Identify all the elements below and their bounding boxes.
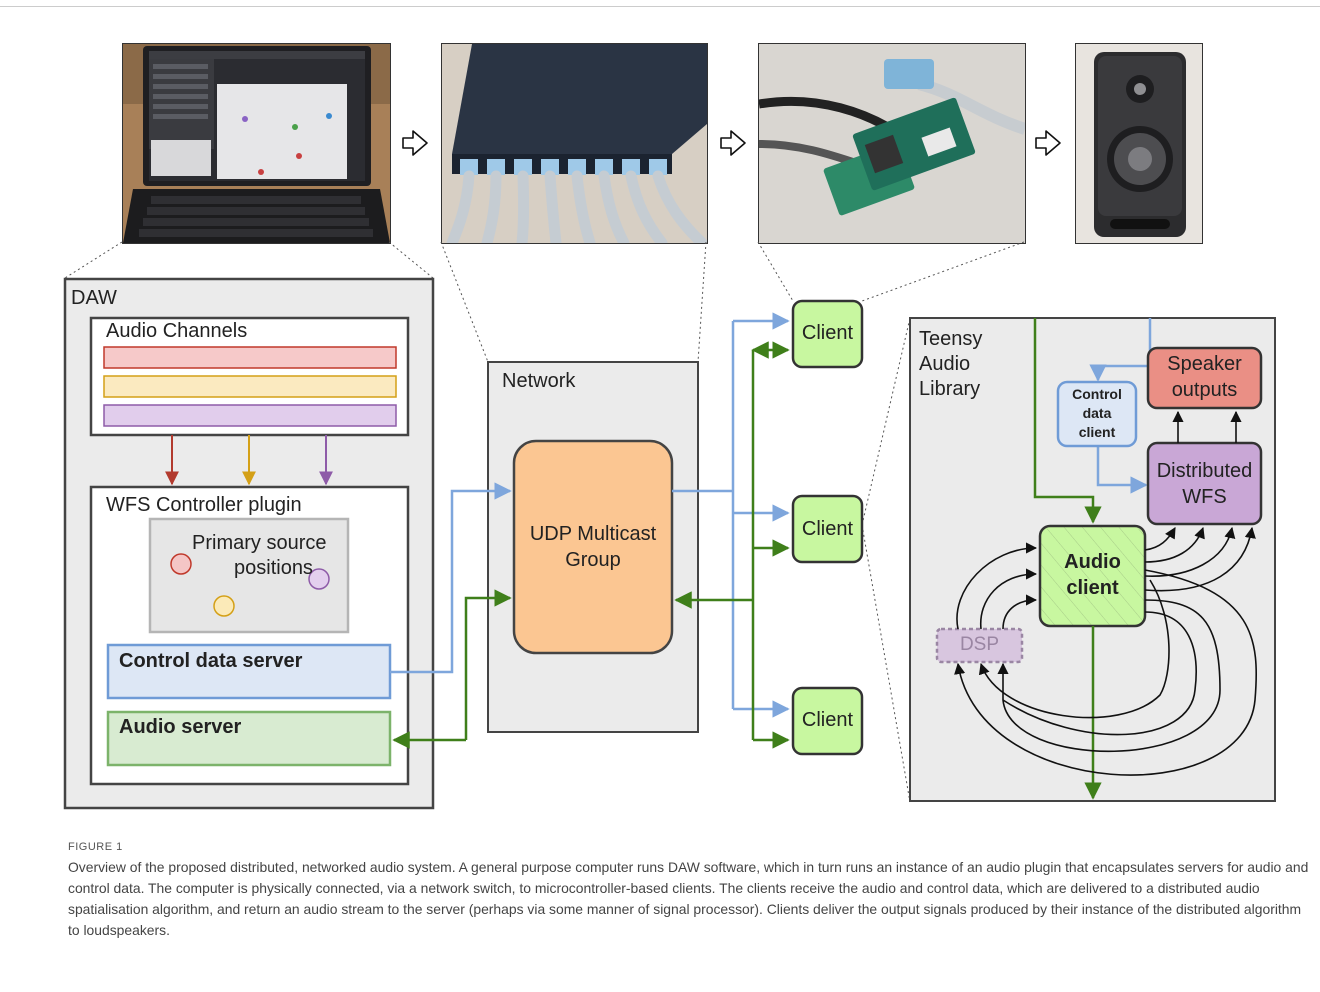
audio-client-box: [1038, 524, 1147, 628]
microcontroller-photo: [758, 43, 1026, 244]
source-dot-yellow: [213, 595, 235, 617]
client-box-2: [791, 494, 864, 564]
primary-source-label-1: Primary source: [192, 532, 327, 554]
control-server-box: [106, 643, 392, 700]
speaker-outputs-box: [1146, 346, 1263, 410]
source-dot-purple: [308, 568, 330, 590]
control-client-label-1: Control: [1072, 386, 1122, 402]
audio-client-label-1: Audio: [1064, 551, 1121, 573]
speaker-photo: [1075, 43, 1203, 244]
audio-client-loops: [954, 526, 1258, 776]
speaker-outputs-label-1: Speaker: [1167, 353, 1242, 375]
udp-label-1: UDP Multicast: [529, 523, 657, 545]
control-client-label-3: client: [1078, 424, 1116, 440]
primary-source-label-2: positions: [234, 557, 313, 579]
control-to-wfs: [1096, 447, 1148, 494]
photo-flow-arrows: [402, 130, 1061, 156]
control-flow-lines: [390, 312, 790, 718]
audio-channels-title: Audio Channels: [106, 320, 248, 342]
client-label-1: Client: [801, 322, 854, 344]
audio-channel-purple: [103, 404, 397, 427]
audio-flow-lines: [392, 341, 790, 749]
figure-caption: Overview of the proposed distributed, ne…: [68, 859, 1309, 938]
dsp-label: DSP: [959, 634, 1000, 655]
control-data-client-box: [1056, 380, 1138, 448]
daw-title: DAW: [71, 287, 117, 309]
teensy-audio-in: [1033, 318, 1102, 524]
audio-client-label-2: client: [1066, 577, 1119, 599]
wfs-to-speaker-arrows: [1172, 410, 1242, 443]
audio-server-box: [106, 710, 392, 767]
speaker-outputs-label-2: outputs: [1171, 379, 1238, 401]
client-label-2: Client: [801, 518, 854, 540]
laptop-photo: [122, 43, 391, 244]
dsp-box: [935, 627, 1024, 664]
network-title: Network: [502, 370, 576, 392]
teensy-title-3: Library: [919, 378, 981, 400]
wfs-plugin-title: WFS Controller plugin: [106, 494, 302, 516]
figure-label: FIGURE 1: [68, 841, 123, 853]
figure-top-rule: [0, 6, 1320, 7]
client-box-1: [791, 299, 864, 369]
photo-leader-lines: [64, 241, 1025, 803]
audio-server-label: Audio server: [119, 716, 242, 738]
audio-channel-yellow: [103, 375, 397, 398]
teensy-title-1: Teensy: [919, 328, 983, 350]
distributed-wfs-box: [1146, 441, 1263, 526]
wfs-label-1: Distributed: [1156, 460, 1253, 482]
network-switch-photo: [441, 43, 708, 244]
udp-label-2: Group: [565, 549, 621, 571]
source-dot-red: [170, 553, 192, 575]
client-label-3: Client: [801, 709, 854, 731]
control-client-label-2: data: [1082, 405, 1112, 421]
audio-channel-red: [103, 346, 397, 369]
control-server-label: Control data server: [119, 650, 303, 672]
client-box-3: [791, 686, 864, 756]
udp-multicast-box: [512, 439, 674, 655]
teensy-control-in: [1089, 318, 1152, 382]
wfs-label-2: WFS: [1182, 486, 1227, 508]
teensy-title-2: Audio: [919, 353, 971, 375]
